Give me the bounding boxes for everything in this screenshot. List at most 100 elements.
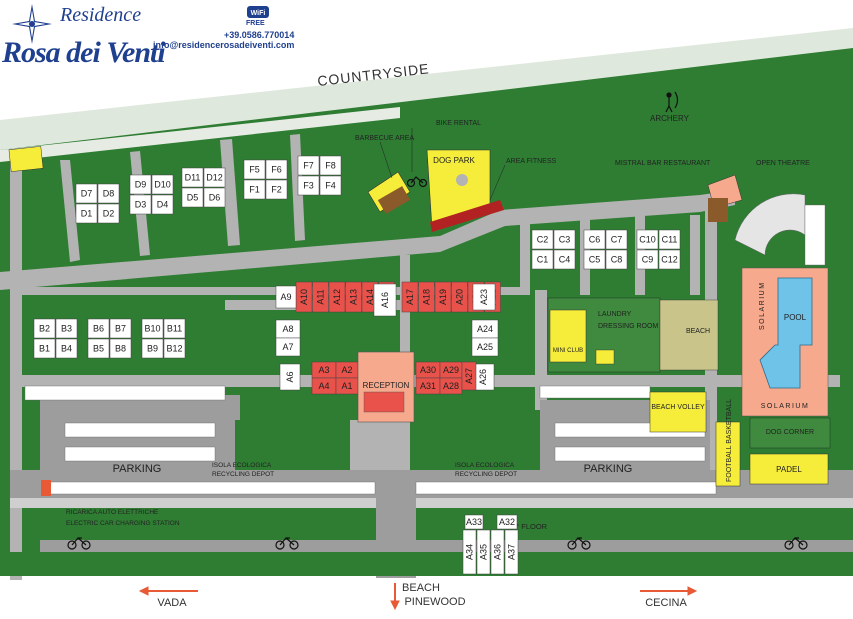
svg-text:PINEWOOD: PINEWOOD xyxy=(404,596,465,608)
barbecue-area[interactable] xyxy=(367,171,411,213)
unit-label: A10 xyxy=(299,289,309,305)
corner-yellow-box xyxy=(8,146,44,172)
unit-b2[interactable] xyxy=(33,318,56,339)
beach-area-small[interactable] xyxy=(659,299,719,371)
unit-c1[interactable] xyxy=(531,249,554,270)
unit-f5[interactable] xyxy=(243,159,266,180)
unit-f8[interactable] xyxy=(319,155,342,176)
unit-d7[interactable] xyxy=(75,183,98,204)
unit-d9[interactable] xyxy=(129,174,152,195)
unit-a17[interactable] xyxy=(401,281,419,313)
unit-a34[interactable] xyxy=(462,529,477,575)
unit-a32[interactable] xyxy=(496,514,518,530)
unit-f4[interactable] xyxy=(319,175,342,196)
unit-a25[interactable] xyxy=(471,337,499,357)
unit-b10[interactable] xyxy=(141,318,164,339)
unit-b7[interactable] xyxy=(109,318,132,339)
unit-c8[interactable] xyxy=(605,249,628,270)
unit-a12[interactable] xyxy=(328,281,346,313)
unit-f3[interactable] xyxy=(297,175,320,196)
svg-text:POOL: POOL xyxy=(784,313,807,322)
unit-d8[interactable] xyxy=(97,183,120,204)
unit-c3[interactable] xyxy=(553,229,576,250)
dog-corner[interactable] xyxy=(749,417,831,449)
unit-b1[interactable] xyxy=(33,338,56,359)
unit-a9[interactable] xyxy=(275,285,297,309)
unit-d4[interactable] xyxy=(151,194,174,215)
unit-c11[interactable] xyxy=(658,229,681,250)
unit-label: B12 xyxy=(166,344,182,354)
unit-label: A28 xyxy=(443,381,459,391)
unit-d3[interactable] xyxy=(129,194,152,215)
wifi-free-label: FREE xyxy=(246,20,265,27)
svg-text:DOG PARK: DOG PARK xyxy=(433,156,475,165)
unit-c12[interactable] xyxy=(658,249,681,270)
unit-label: A13 xyxy=(349,289,359,305)
unit-a7[interactable] xyxy=(275,337,301,357)
beach-volley-court[interactable] xyxy=(649,391,707,433)
unit-d10[interactable] xyxy=(151,174,174,195)
unit-a27[interactable] xyxy=(461,361,477,391)
unit-b11[interactable] xyxy=(163,318,186,339)
mini-club[interactable] xyxy=(549,309,587,363)
unit-a19[interactable] xyxy=(434,281,452,313)
unit-a6[interactable] xyxy=(279,363,301,391)
unit-label: C7 xyxy=(611,235,623,245)
unit-a33[interactable] xyxy=(464,514,484,530)
unit-b4[interactable] xyxy=(55,338,78,359)
unit-c10[interactable] xyxy=(636,229,659,250)
direction-arrows xyxy=(138,583,698,611)
unit-label: F4 xyxy=(325,181,336,191)
unit-label: A27 xyxy=(464,368,474,384)
pool[interactable] xyxy=(759,277,813,389)
svg-text:PADEL: PADEL xyxy=(776,465,802,474)
football-basketball[interactable] xyxy=(715,421,741,487)
unit-c7[interactable] xyxy=(605,229,628,250)
unit-label: C9 xyxy=(642,255,654,265)
unit-d2[interactable] xyxy=(97,203,120,224)
unit-a16[interactable] xyxy=(373,283,397,317)
unit-a13[interactable] xyxy=(345,281,362,313)
unit-a11[interactable] xyxy=(312,281,329,313)
unit-f7[interactable] xyxy=(297,155,320,176)
unit-label: B9 xyxy=(147,344,158,354)
unit-d6[interactable] xyxy=(203,187,226,208)
charging-station[interactable] xyxy=(41,480,51,496)
unit-d1[interactable] xyxy=(75,203,98,224)
unit-label: A11 xyxy=(316,289,326,304)
countryside-strip xyxy=(0,28,853,150)
unit-d12[interactable] xyxy=(203,167,226,188)
unit-a35[interactable] xyxy=(476,529,491,575)
unit-c9[interactable] xyxy=(636,249,659,270)
unit-f6[interactable] xyxy=(265,159,288,180)
svg-text:DOG CORNER: DOG CORNER xyxy=(766,429,814,436)
unit-b3[interactable] xyxy=(55,318,78,339)
unit-b9[interactable] xyxy=(141,338,164,359)
unit-f1[interactable] xyxy=(243,179,266,200)
unit-f2[interactable] xyxy=(265,179,288,200)
unit-c5[interactable] xyxy=(583,249,606,270)
unit-a20[interactable] xyxy=(451,281,468,313)
unit-b5[interactable] xyxy=(87,338,110,359)
email-address: info@residencerosadeiventi.com xyxy=(153,40,295,50)
unit-d5[interactable] xyxy=(181,187,204,208)
unit-label: D6 xyxy=(209,193,221,203)
unit-b8[interactable] xyxy=(109,338,132,359)
unit-a36[interactable] xyxy=(490,529,505,575)
unit-c2[interactable] xyxy=(531,229,554,250)
unit-label: A7 xyxy=(282,342,293,352)
unit-a23[interactable] xyxy=(472,283,496,311)
area-fitness[interactable] xyxy=(430,200,504,232)
unit-d11[interactable] xyxy=(181,167,204,188)
unit-a18[interactable] xyxy=(418,281,435,313)
unit-b12[interactable] xyxy=(163,338,186,359)
unit-label: B6 xyxy=(93,324,104,334)
unit-b6[interactable] xyxy=(87,318,110,339)
unit-label: A19 xyxy=(438,289,448,305)
unit-a37[interactable] xyxy=(504,529,519,575)
padel-court[interactable] xyxy=(749,453,829,485)
unit-c4[interactable] xyxy=(553,249,576,270)
unit-c6[interactable] xyxy=(583,229,606,250)
unit-label: D4 xyxy=(157,200,169,210)
unit-label: A6 xyxy=(285,371,295,382)
